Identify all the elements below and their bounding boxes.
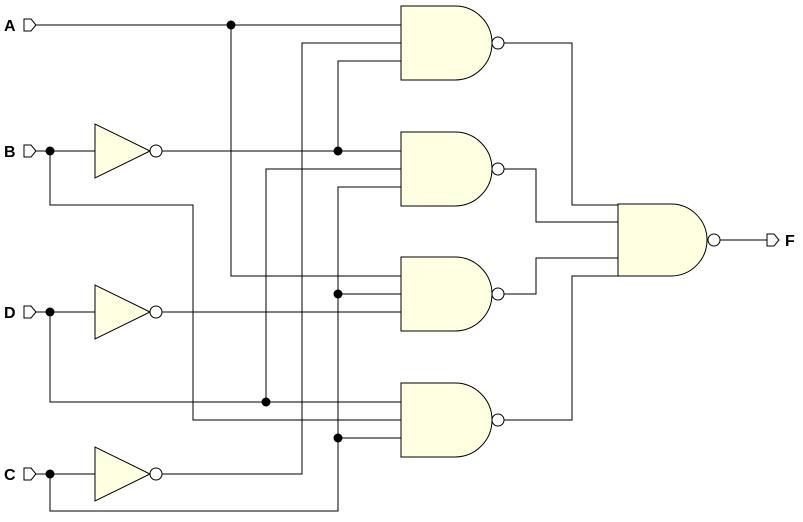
- nand-gate-4-body: [400, 382, 493, 458]
- wire-a-to-gate3: [230, 25, 401, 277]
- output-pin-f: [766, 233, 780, 247]
- not-gate-d-bubble: [149, 305, 163, 319]
- wire-d-to-gate4: [49, 312, 401, 403]
- input-label-a: A: [4, 18, 16, 35]
- nand-gate-2: [400, 131, 505, 207]
- junction-d: [45, 307, 55, 317]
- wire-b-to-gate4: [49, 151, 401, 421]
- nand-gate-1-bubble: [491, 36, 505, 50]
- wires: [36, 24, 767, 512]
- input-label-b: B: [4, 144, 16, 161]
- wire-g2-out: [504, 168, 618, 223]
- junction-a: [226, 20, 236, 30]
- wire-g4-out: [504, 275, 618, 421]
- junction-d-branch: [261, 397, 271, 407]
- nand-gate-1: [400, 5, 505, 81]
- nand-gate-2-bubble: [491, 162, 505, 176]
- junction-bnot: [333, 146, 343, 156]
- output-label-f: F: [785, 233, 795, 250]
- inverter-d: [94, 284, 163, 340]
- not-gate-c: [94, 446, 152, 502]
- not-gate-d: [94, 284, 152, 340]
- junction-b: [45, 146, 55, 156]
- input-label-c: C: [4, 467, 16, 484]
- nand-gate-3: [400, 256, 505, 332]
- nand-gate-4-bubble: [491, 413, 505, 427]
- nand-gate-4: [400, 382, 505, 458]
- wire-bnot-to-gate1: [337, 60, 401, 151]
- junction-c: [45, 469, 55, 479]
- nand-gate-output: [617, 203, 721, 277]
- nand-gate-2-body: [400, 131, 493, 207]
- nand-gate-3-bubble: [491, 287, 505, 301]
- wire-d-to-gate2: [265, 168, 401, 402]
- input-pin-c: [23, 467, 37, 481]
- wire-cnot-to-gate1: [162, 42, 401, 475]
- input-pin-b: [23, 144, 37, 158]
- not-gate-b-bubble: [149, 144, 163, 158]
- nand-gate-output-bubble: [707, 233, 721, 247]
- input-pin-a: [23, 18, 37, 32]
- inverter-b: [94, 123, 163, 179]
- not-gate-b: [94, 123, 152, 179]
- wire-c-to-gate2: [49, 186, 401, 512]
- junction-c-gate3: [333, 289, 343, 299]
- input-label-d: D: [4, 305, 16, 322]
- not-gate-c-bubble: [149, 467, 163, 481]
- nand-gate-1-body: [400, 5, 493, 81]
- nand-gate-output-body: [617, 203, 708, 277]
- inverter-c: [94, 446, 163, 502]
- wire-g3-out: [504, 257, 618, 295]
- junctions: [45, 20, 343, 479]
- wire-g1-out: [504, 42, 618, 206]
- nand-gate-3-body: [400, 256, 493, 332]
- input-pin-d: [23, 305, 37, 319]
- junction-c-gate4: [333, 433, 343, 443]
